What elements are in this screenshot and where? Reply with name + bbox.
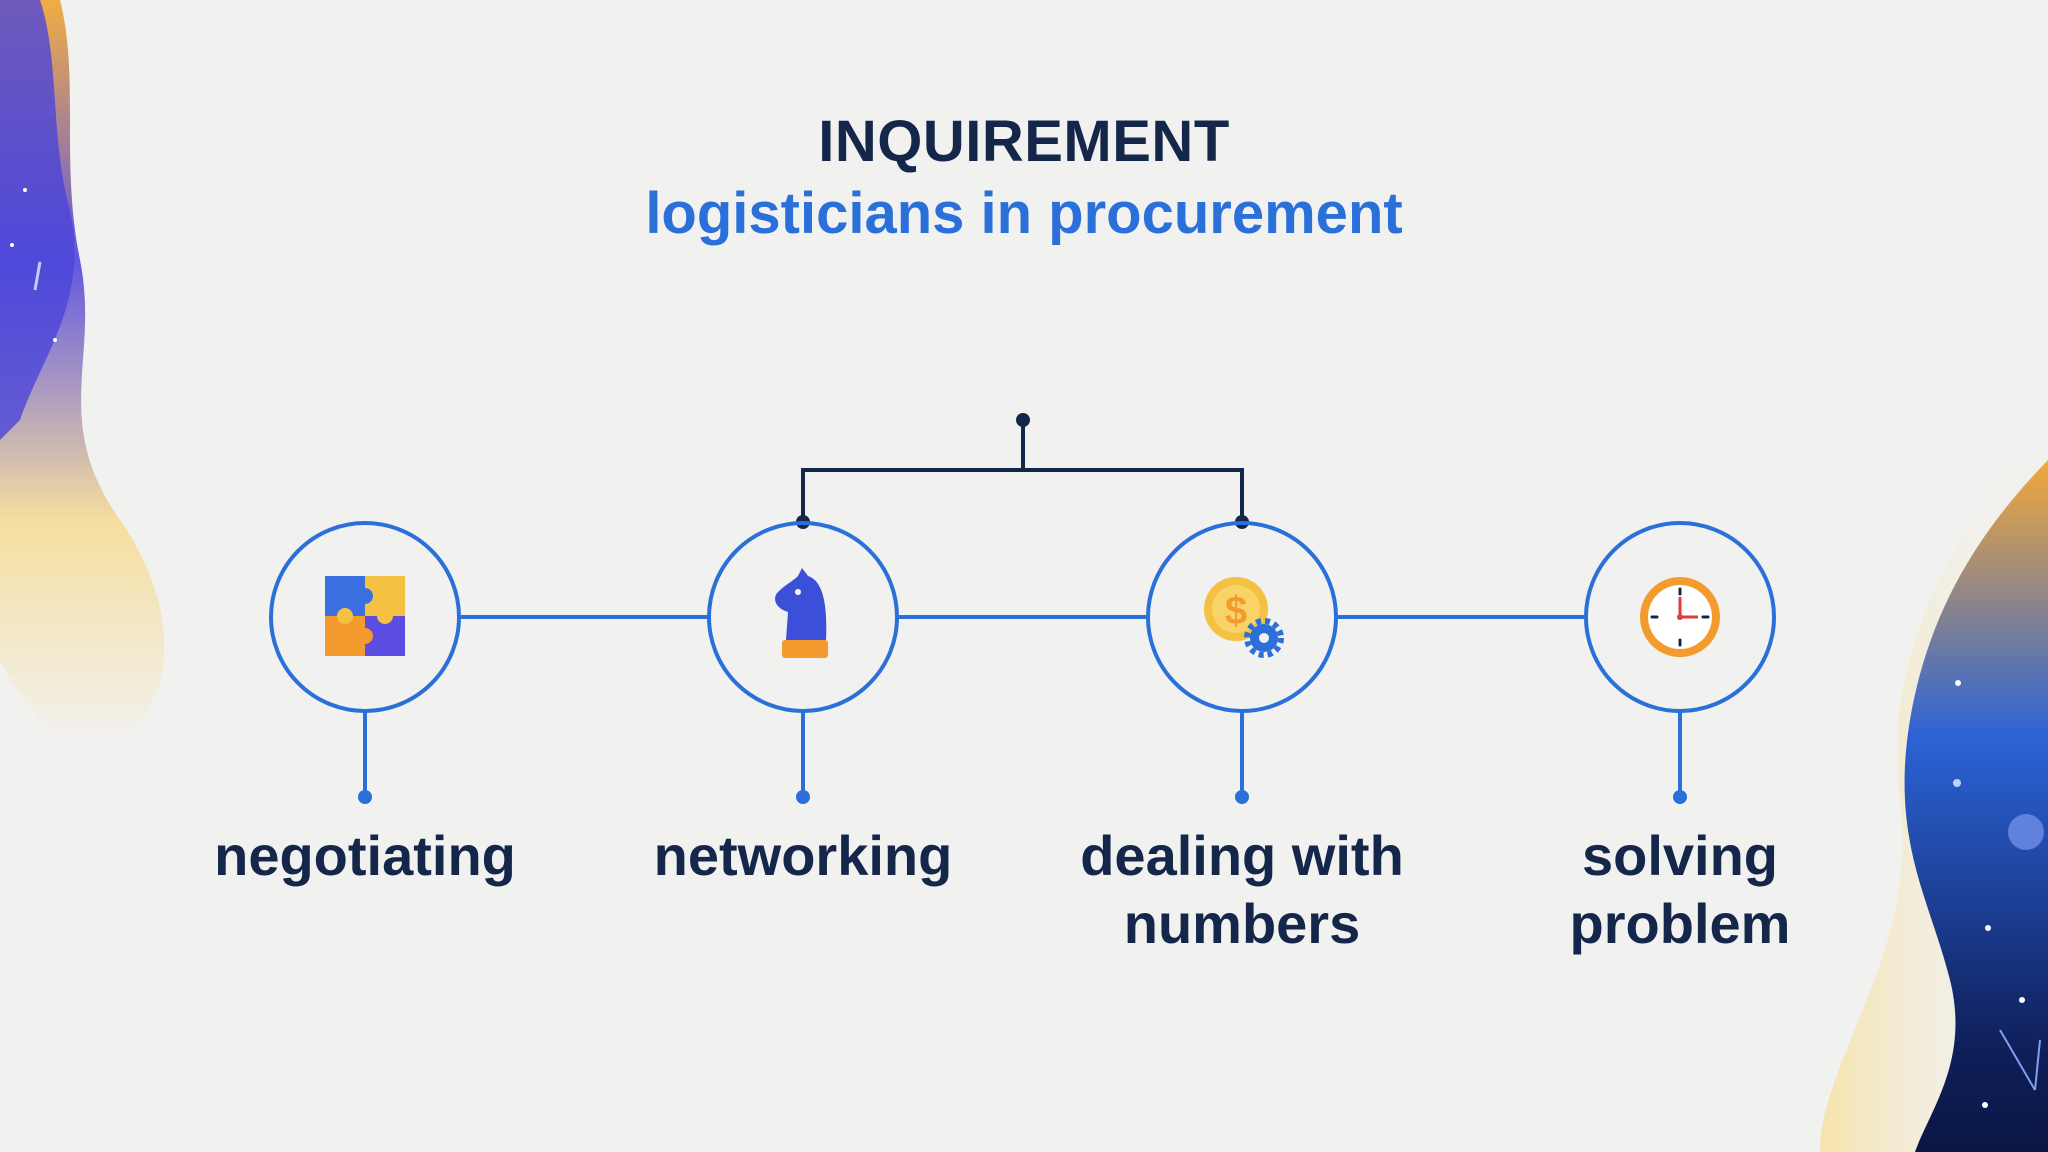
node-stem-dot [358,790,372,804]
node-dealing-with-numbers: $ [1146,521,1338,804]
node-stem-dot [796,790,810,804]
clock-icon [1640,577,1720,657]
svg-text:$: $ [1225,589,1247,633]
node-negotiating [269,521,461,804]
node-solving-problem [1584,521,1776,804]
node-label-networking: networking [653,824,953,887]
node-networking [707,521,899,804]
chess-knight-icon [775,568,828,658]
node-label-negotiating: negotiating [214,824,516,887]
node-label-dealing-with-numbers: dealing with numbers [1080,824,1404,955]
page-subtitle: logisticians in procurement [645,181,1403,246]
node-label-solving-problem: solving problem [1569,824,1791,955]
node-stem-dot [1673,790,1687,804]
puzzle-icon [325,576,405,656]
top-connector [801,420,1244,522]
node-stem-dot [1235,790,1249,804]
right-blob [1904,460,2048,1152]
top-connector-dot [1016,413,1030,427]
page-title: INQUIREMENT [818,109,1230,174]
dollar-coin-gear-icon: $ [1204,577,1284,658]
